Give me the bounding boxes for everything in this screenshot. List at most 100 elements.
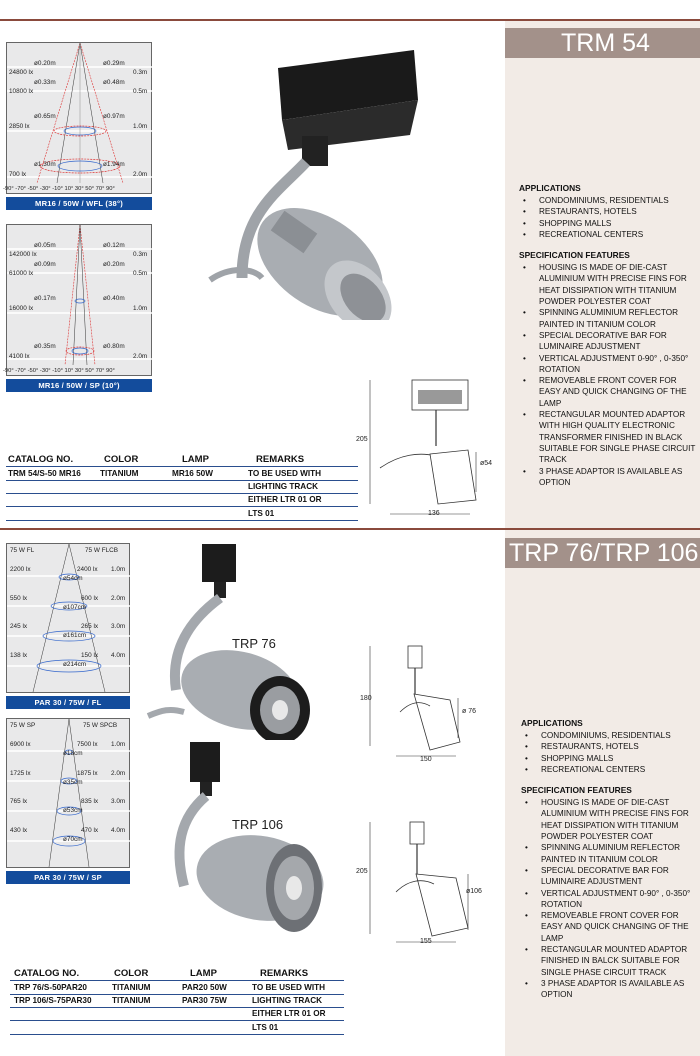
table-divider xyxy=(10,1007,344,1008)
trm-applications-heading: APPLICATIONS xyxy=(519,183,581,193)
diag-d1: ø0.20m xyxy=(34,60,56,67)
list-item: 3 PHASE ADAPTOR IS AVAILABLE AS OPTION xyxy=(519,466,697,489)
diag-dist: 4.0m xyxy=(111,652,126,659)
diag-dist: 1.0m xyxy=(111,741,126,748)
list-item: REMOVEABLE FRONT COVER FOR EASY AND QUIC… xyxy=(521,910,697,944)
trp76-spotlight-image xyxy=(146,544,310,740)
diag-lux2: 600 lx xyxy=(81,595,99,602)
diag-head-left: 75 W FL xyxy=(10,547,35,554)
trp-title: TRP 76/TRP 106 xyxy=(505,538,700,568)
diag-d2: ø0.12m xyxy=(103,242,125,249)
table-cell: MR16 50W xyxy=(172,469,213,478)
table-divider xyxy=(6,506,358,507)
table-cell: TRM 54/S-50 MR16 xyxy=(8,469,81,478)
table-cell: TRP 76/S-50PAR20 xyxy=(14,983,87,992)
diag-dia: ø54cm xyxy=(63,575,83,582)
trm-dimension-drawing xyxy=(369,379,477,515)
list-item: CONDOMINIUMS, RESIDENTIALS xyxy=(519,195,697,207)
diag-d2: ø0.29m xyxy=(103,60,125,67)
beam-cone-graphic xyxy=(7,225,153,366)
dimension-diameter: ø106 xyxy=(466,888,482,895)
dimension-width: 150 xyxy=(420,756,432,763)
diag-d1: ø0.17m xyxy=(34,295,56,302)
diag-dist: 0.3m xyxy=(133,69,148,76)
diag-lux: 16000 lx xyxy=(9,305,34,312)
diag-dia: ø70cm xyxy=(63,836,83,843)
beam-cone-graphic xyxy=(7,719,131,868)
diag-d1: ø0.35m xyxy=(34,343,56,350)
list-item: SPINNING ALUMINIUM REFLECTOR PAINTED IN … xyxy=(519,307,697,330)
table-cell: LTS 01 xyxy=(248,509,275,518)
table-cell: EITHER LTR 01 OR xyxy=(252,1009,326,1018)
diag-d2: ø0.80m xyxy=(103,343,125,350)
table-cell: TO BE USED WITH xyxy=(252,983,326,992)
list-item: RESTAURANTS, HOTELS xyxy=(519,206,697,218)
diag-dist: 2.0m xyxy=(111,595,126,602)
diag-head-left: 75 W SP xyxy=(10,722,36,729)
diag-lux: 4100 lx xyxy=(9,353,30,360)
angle-scale: -90° -70° -50° -30° -10° 10° 30° 50° 70°… xyxy=(3,368,115,374)
table-cell: EITHER LTR 01 OR xyxy=(248,495,322,504)
diag-lux2: 470 lx xyxy=(81,827,99,834)
trm-title: TRM 54 xyxy=(505,28,700,58)
diag-lux: 430 lx xyxy=(10,827,28,834)
table-cell: TRP 106/S-75PAR30 xyxy=(14,996,92,1005)
diag-d2: ø0.20m xyxy=(103,261,125,268)
dimension-height: 205 xyxy=(356,868,368,875)
trm-catalog-table: CATALOG NO. COLOR LAMP REMARKS TRM 54/S-… xyxy=(0,452,500,528)
dimension-height: 205 xyxy=(356,436,368,443)
diag-lux: 2200 lx xyxy=(10,566,31,573)
diag-dist: 0.5m xyxy=(133,88,148,95)
list-item: RECTANGULAR MOUNTED ADAPTOR FINISHED IN … xyxy=(521,944,697,978)
diag-d1: ø0.09m xyxy=(34,261,56,268)
list-item: SHOPPING MALLS xyxy=(519,218,697,230)
diag-lux: 245 lx xyxy=(10,623,28,630)
trm-spotlight-image xyxy=(208,50,418,320)
trp-spec-list: HOUSING IS MADE OF DIE-CAST ALUMINIUM WI… xyxy=(521,797,697,1000)
diag-d2: ø1.94m xyxy=(103,161,125,168)
diag-dist: 3.0m xyxy=(111,798,126,805)
diag-dia: ø18cm xyxy=(63,750,83,757)
table-cell: PAR20 50W xyxy=(182,983,227,992)
table-cell: LIGHTING TRACK xyxy=(252,996,323,1005)
table-cell: LIGHTING TRACK xyxy=(248,482,319,491)
dimension-width: 136 xyxy=(428,510,440,517)
table-cell: PAR30 75W xyxy=(182,996,227,1005)
trm-spec-list: HOUSING IS MADE OF DIE-CAST ALUMINIUM WI… xyxy=(519,262,697,488)
trp-spec-block: APPLICATIONS CONDOMINIUMS, RESIDENTIALS … xyxy=(521,718,697,1011)
diag-dist: 4.0m xyxy=(111,827,126,834)
list-item: HOUSING IS MADE OF DIE-CAST ALUMINIUM WI… xyxy=(521,797,697,842)
col-header-catalog: CATALOG NO. xyxy=(8,454,74,465)
diag-d2: ø0.48m xyxy=(103,79,125,86)
table-cell: TITANIUM xyxy=(100,469,139,478)
trp-spec-heading: SPECIFICATION FEATURES xyxy=(521,785,632,796)
trp76-label: TRP 76 xyxy=(232,636,276,651)
diag-dia: ø35cm xyxy=(63,779,83,786)
trp-applications-list: CONDOMINIUMS, RESIDENTIALS RESTAURANTS, … xyxy=(521,730,697,775)
col-header-lamp: LAMP xyxy=(182,454,209,465)
table-divider xyxy=(6,493,358,494)
trp-beam-diagram-sp: 75 W SP 75 W SPCB 6900 lx 7500 lx 1.0m ø… xyxy=(6,718,131,868)
trm-spec-heading: SPECIFICATION FEATURES xyxy=(519,250,630,261)
list-item: CONDOMINIUMS, RESIDENTIALS xyxy=(521,730,697,742)
diag-lux: 2850 lx xyxy=(9,123,30,130)
list-item: 3 PHASE ADAPTOR IS AVAILABLE AS OPTION xyxy=(521,978,697,1001)
diag-lux2: 265 lx xyxy=(81,623,99,630)
col-header-lamp: LAMP xyxy=(190,968,217,979)
table-cell: TITANIUM xyxy=(112,983,151,992)
table-divider xyxy=(10,980,344,981)
diag-lux: 550 lx xyxy=(10,595,28,602)
diag-lux: 61000 lx xyxy=(9,270,34,277)
dimension-width: 155 xyxy=(420,938,432,945)
diag-lux2: 1875 lx xyxy=(77,770,98,777)
table-cell: LTS 01 xyxy=(252,1023,279,1032)
table-divider xyxy=(10,1034,344,1035)
diag-lux: 142000 lx xyxy=(9,251,37,258)
diag-dist: 3.0m xyxy=(111,623,126,630)
diag-d1: ø0.33m xyxy=(34,79,56,86)
col-header-remarks: REMARKS xyxy=(260,968,309,979)
diag-lux: 765 lx xyxy=(10,798,28,805)
list-item: RECREATIONAL CENTERS xyxy=(521,764,697,776)
list-item: SPECIAL DECORATIVE BAR FOR LUMINAIRE ADJ… xyxy=(519,330,697,353)
table-divider xyxy=(10,1020,344,1021)
